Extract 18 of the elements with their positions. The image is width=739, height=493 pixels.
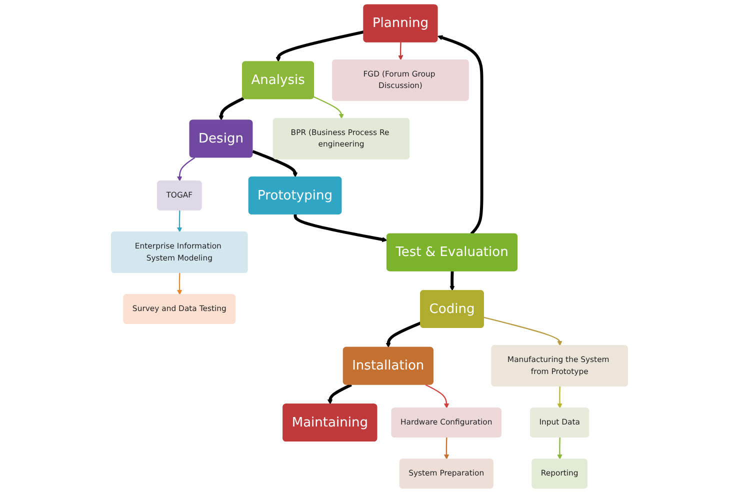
arrow xyxy=(444,438,450,460)
arrow xyxy=(398,42,404,60)
arrow xyxy=(218,96,244,121)
arrow xyxy=(437,35,484,235)
arrow xyxy=(327,383,352,405)
arrow xyxy=(177,272,182,295)
arrow xyxy=(386,322,422,348)
arrow xyxy=(276,30,364,62)
arrow xyxy=(177,157,196,182)
arrow xyxy=(314,96,344,119)
arrow xyxy=(450,271,455,291)
arrow xyxy=(484,316,562,346)
arrow xyxy=(294,214,388,242)
arrow xyxy=(252,150,298,178)
arrow xyxy=(176,210,182,232)
arrow xyxy=(425,384,450,408)
arrow xyxy=(557,438,562,460)
arrow xyxy=(557,386,562,408)
